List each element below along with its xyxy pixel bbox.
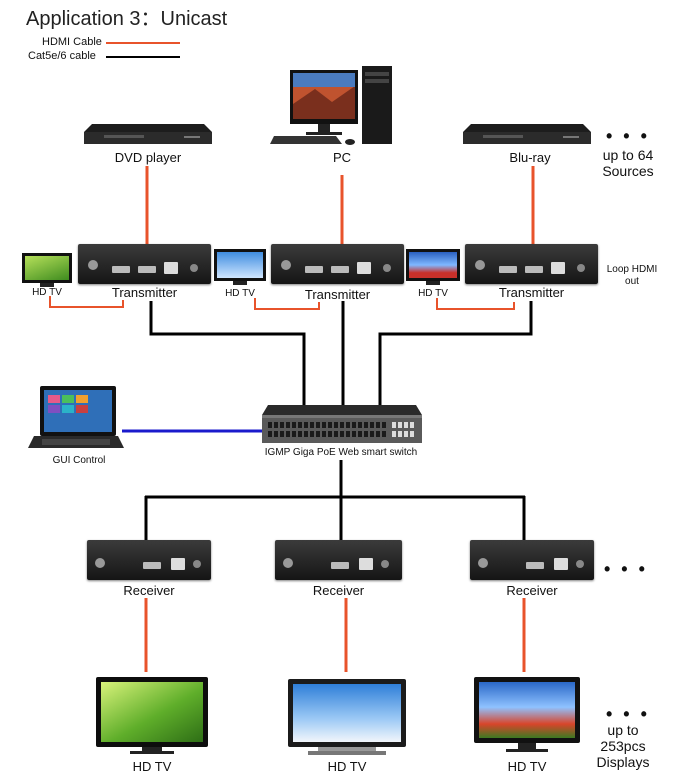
switch-port	[352, 431, 356, 437]
switch-port	[376, 431, 380, 437]
receiver-label-3: Receiver	[506, 583, 558, 598]
legend-hdmi-label: HDMI Cable	[42, 36, 102, 48]
switch-port	[274, 431, 278, 437]
switch-port	[310, 431, 314, 437]
transmitter-icon	[271, 244, 404, 284]
switch-port	[364, 431, 368, 437]
switch-port	[298, 422, 302, 428]
switch-port	[334, 422, 338, 428]
switch-port	[398, 431, 402, 437]
switch-port	[392, 431, 396, 437]
switch-port	[304, 431, 308, 437]
bluray-player-icon	[463, 124, 591, 146]
switch-port	[410, 431, 414, 437]
switch-port	[346, 422, 350, 428]
legend-cat-label: Cat5e/6 cable	[28, 50, 96, 62]
display-label-2: HD TV	[327, 759, 367, 774]
switch-label: IGMP Giga PoE Web smart switch	[264, 447, 418, 458]
tv-icon	[406, 249, 460, 287]
receiver-label-2: Receiver	[312, 583, 365, 598]
switch-port	[358, 422, 362, 428]
displays-more-label: up to 253pcs Displays	[596, 722, 650, 770]
switch-port	[322, 422, 326, 428]
cat-line-tx1	[149, 301, 306, 405]
switch-port	[292, 431, 296, 437]
switch-port	[322, 431, 326, 437]
sources-ellipsis: • • •	[606, 126, 650, 146]
switch-port	[268, 422, 272, 428]
laptop-icon	[28, 386, 124, 452]
switch-port	[316, 422, 320, 428]
switch-port	[340, 422, 344, 428]
tv-icon	[22, 253, 72, 289]
pc-label: PC	[332, 150, 352, 165]
switch-port	[340, 431, 344, 437]
transmitter-label-2: Transmitter	[304, 287, 371, 302]
loop-line-1	[49, 296, 124, 308]
switch-port	[370, 422, 374, 428]
switch-port	[382, 422, 386, 428]
switch-port	[268, 431, 272, 437]
switch-port	[364, 422, 368, 428]
switch-port	[392, 422, 396, 428]
switch-port	[328, 422, 332, 428]
switch-port	[358, 431, 362, 437]
switch-port	[370, 431, 374, 437]
switch-port	[274, 422, 278, 428]
switch-port	[286, 422, 290, 428]
tv-icon	[214, 249, 266, 287]
loop-tv-label-2: HD TV	[225, 288, 255, 299]
tv-icon	[96, 677, 208, 757]
switch-port	[286, 431, 290, 437]
displays-ellipsis: • • •	[606, 704, 650, 724]
switch-port	[346, 431, 350, 437]
switch-port	[304, 422, 308, 428]
loop-note: Loop HDMI out	[606, 264, 658, 287]
gui-control-label: GUI Control	[52, 455, 106, 466]
receiver-label-1: Receiver	[123, 583, 175, 598]
sources-more-label: up to 64 Sources	[602, 147, 654, 179]
switch-port	[280, 431, 284, 437]
loop-line-3	[436, 298, 515, 310]
loop-line-2	[254, 298, 320, 310]
switch-port	[382, 431, 386, 437]
switch-port	[398, 422, 402, 428]
switch-port	[298, 431, 302, 437]
transmitter-label-3: Transmitter	[498, 285, 565, 300]
pc-icon	[270, 64, 394, 150]
receiver-icon	[87, 540, 211, 580]
switch-port	[316, 431, 320, 437]
receivers-ellipsis: • • •	[604, 559, 648, 579]
switch-port	[310, 422, 314, 428]
bluray-label: Blu-ray	[509, 150, 551, 165]
tv-icon	[474, 677, 580, 757]
switch-port	[376, 422, 380, 428]
switch-port	[280, 422, 284, 428]
transmitter-icon	[78, 244, 211, 284]
switch-port	[410, 422, 414, 428]
receiver-icon	[470, 540, 594, 580]
switch-port	[328, 431, 332, 437]
tv-icon	[288, 679, 406, 757]
display-label-3: HD TV	[507, 759, 547, 774]
loop-tv-label-1: HD TV	[32, 287, 62, 298]
cat-line-tx3	[378, 301, 533, 405]
switch-port	[404, 422, 408, 428]
receiver-icon	[275, 540, 402, 580]
transmitter-label-1: Transmitter	[111, 285, 178, 300]
dvd-player-icon	[84, 124, 212, 146]
display-label-1: HD TV	[132, 759, 172, 774]
switch-port	[404, 431, 408, 437]
dvd-player-label: DVD player	[114, 150, 182, 165]
network-switch-icon	[262, 405, 422, 445]
loop-tv-label-3: HD TV	[418, 288, 448, 299]
diagram-title: Application 3：Unicast	[26, 8, 228, 30]
switch-port	[352, 422, 356, 428]
switch-ports	[268, 422, 418, 440]
switch-port	[292, 422, 296, 428]
switch-port	[334, 431, 338, 437]
transmitter-icon	[465, 244, 598, 284]
